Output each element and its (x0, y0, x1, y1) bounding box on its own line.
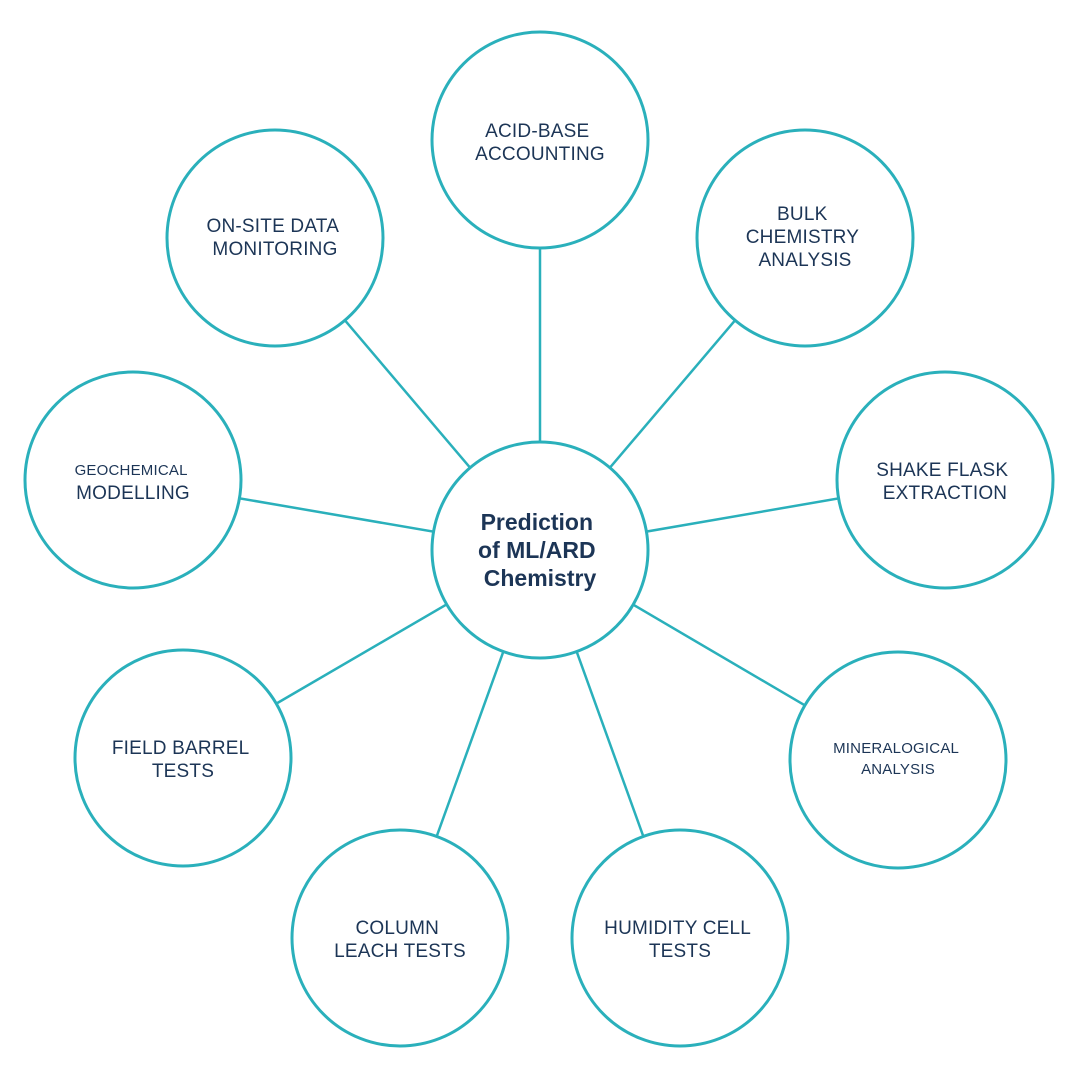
node-circle (23, 370, 243, 590)
node-label: GEOCHEMICAL MODELLING (75, 462, 192, 504)
node-circle (835, 370, 1055, 590)
center-hub: Prediction of ML/ARD Chemistry (430, 440, 650, 660)
node-circle (165, 128, 385, 348)
node-label: SHAKE FLASK EXTRACTION (876, 460, 1014, 504)
node-circle (570, 828, 790, 1048)
node-geochemical-modelling: GEOCHEMICAL MODELLING (23, 370, 243, 590)
node-label: FIELD BARREL TESTS (112, 738, 254, 782)
node-mineralogical-analysis: MINERALOGICAL ANALYSIS (788, 650, 1008, 870)
node-circle (290, 828, 510, 1048)
node-on-site-data-monitoring: ON-SITE DATA MONITORING (165, 128, 385, 348)
center-circle (430, 440, 650, 660)
node-circle (73, 648, 293, 868)
node-label: BULK CHEMISTRY ANALYSIS (746, 204, 865, 271)
node-shake-flask-extraction: SHAKE FLASK EXTRACTION (835, 370, 1055, 590)
node-label: COLUMN LEACH TESTS (334, 918, 466, 962)
node-label: MINERALOGICAL ANALYSIS (833, 740, 963, 778)
node-circle (695, 128, 915, 348)
node-label: ON-SITE DATA MONITORING (206, 216, 343, 260)
node-column-leach-tests: COLUMN LEACH TESTS (290, 828, 510, 1048)
node-label: HUMIDITY CELL TESTS (604, 918, 756, 962)
node-field-barrel-tests: FIELD BARREL TESTS (73, 648, 293, 868)
node-bulk-chemistry-analysis: BULK CHEMISTRY ANALYSIS (695, 128, 915, 348)
node-acid-base-accounting: ACID-BASE ACCOUNTING (430, 30, 650, 250)
center-label: Prediction of ML/ARD Chemistry (478, 509, 602, 591)
node-circle (788, 650, 1008, 870)
node-circle (430, 30, 650, 250)
node-humidity-cell-tests: HUMIDITY CELL TESTS (570, 828, 790, 1048)
node-label: ACID-BASE ACCOUNTING (475, 121, 605, 165)
